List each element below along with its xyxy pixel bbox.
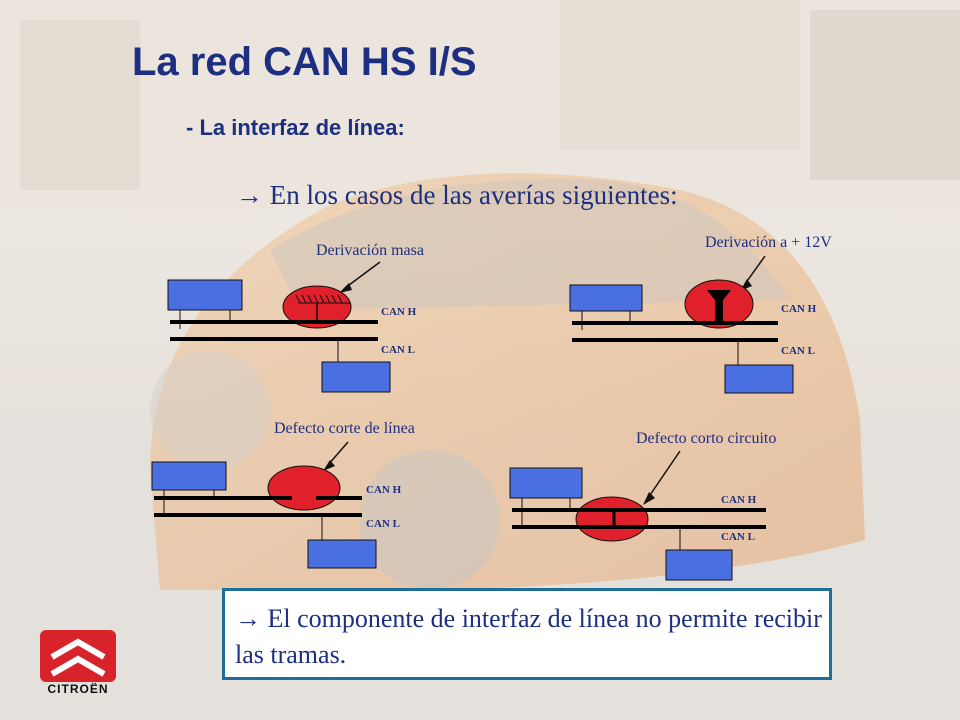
brand-name: CITROËN <box>47 682 109 696</box>
diagram-2-can-l-label: CAN L <box>781 345 815 357</box>
diagram-2-ecu-top <box>569 284 643 312</box>
diagram-1-ecu-bottom <box>321 361 391 393</box>
result-box: → El componente de interfaz de línea no … <box>222 588 832 680</box>
diagram-1-ecu-top <box>167 279 243 311</box>
diagram-4-fault-marker <box>575 496 649 542</box>
diagram-4-ecu-bottom <box>665 549 733 581</box>
diagram-1-pointer-arrow <box>344 261 381 289</box>
diagram-4-can-h-label: CAN H <box>721 494 757 506</box>
diagram-1-label: Derivación masa <box>316 242 424 259</box>
diagram-3-ecu-bottom <box>307 539 377 569</box>
diagram-3-ecu-top <box>151 461 227 491</box>
arrow-bullet-icon: → <box>236 180 263 210</box>
diagram-3-can-l-label: CAN L <box>366 518 400 530</box>
result-text-block: → El componente de interfaz de línea no … <box>235 601 825 673</box>
diagram-2-pointer-arrow <box>744 255 766 285</box>
diagram-1-can-h-label: CAN H <box>381 306 417 318</box>
diagram-1-can-l-label: CAN L <box>381 344 415 356</box>
diagram-3-can-h-label: CAN H <box>366 484 402 496</box>
diagram-2-plus-12v-symbol <box>707 290 731 321</box>
diagram-2-ecu-bottom <box>724 364 794 394</box>
diagram-3-pointer-arrow <box>327 441 349 466</box>
case-intro-line: → En los casos de las averías siguientes… <box>236 180 678 211</box>
diagram-4-label: Defecto corto circuito <box>636 430 777 447</box>
case-intro-text: En los casos de las averías siguientes: <box>269 180 678 210</box>
result-text: El componente de interfaz de línea no pe… <box>235 604 822 669</box>
diagram-4-ecu-top <box>509 467 583 499</box>
slide-subtitle: - La interfaz de línea: <box>186 115 405 140</box>
diagram-3-label: Defecto corte de línea <box>274 420 415 437</box>
arrow-bullet-icon: → <box>235 604 261 633</box>
diagram-4-pointer-arrow <box>647 450 681 499</box>
slide-title: La red CAN HS I/S <box>132 40 477 84</box>
diagram-2-can-h-label: CAN H <box>781 303 817 315</box>
diagram-2-label: Derivación a + 12V <box>705 234 832 251</box>
citroen-double-chevron-logo-icon <box>40 630 116 682</box>
diagram-4-can-l-label: CAN L <box>721 531 755 543</box>
